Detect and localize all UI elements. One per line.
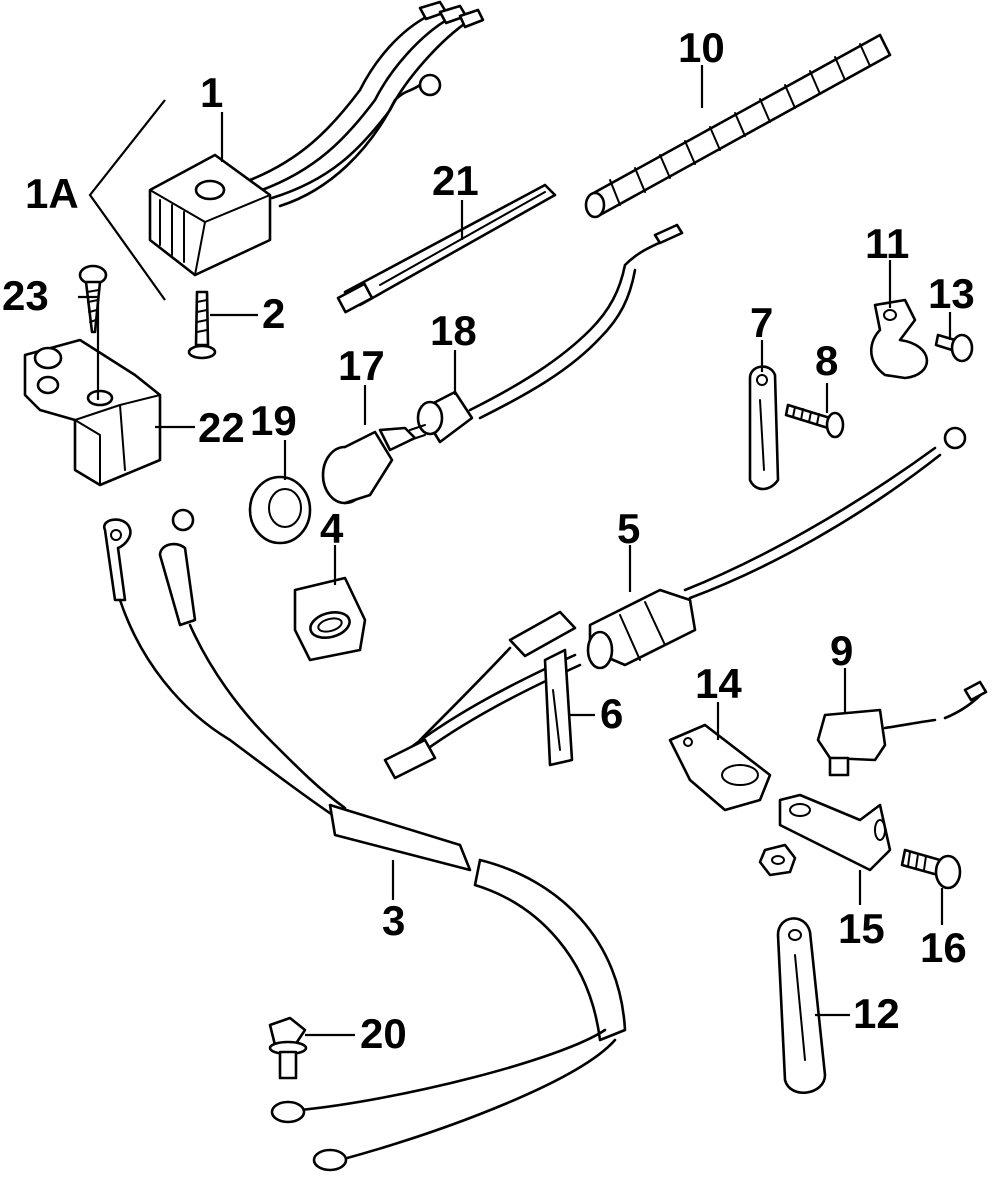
callout-9: 9 bbox=[830, 627, 853, 674]
part-7-clamp bbox=[748, 365, 780, 491]
callout-17: 17 bbox=[338, 342, 385, 389]
callout-22: 22 bbox=[198, 404, 245, 451]
part-16-bolt bbox=[900, 848, 962, 890]
leader-lines bbox=[78, 65, 952, 1037]
callout-14: 14 bbox=[695, 660, 742, 707]
callout-10: 10 bbox=[678, 24, 725, 71]
callout-8: 8 bbox=[815, 337, 838, 384]
part-5-switch bbox=[383, 426, 967, 780]
part-21-cable-tie bbox=[336, 183, 557, 314]
part-12-strap bbox=[776, 917, 827, 1095]
part-1-rectifier bbox=[148, 0, 485, 277]
part-14-gasket bbox=[668, 723, 772, 812]
part-22-bracket bbox=[23, 338, 162, 487]
part-23-screw bbox=[78, 264, 108, 334]
callout-1: 1 bbox=[200, 69, 223, 116]
part-3-cable bbox=[102, 508, 627, 1172]
part-13-screw bbox=[934, 333, 974, 363]
callout-11: 11 bbox=[865, 220, 909, 267]
part-10-spiral-wrap bbox=[584, 33, 892, 219]
callout-16: 16 bbox=[920, 924, 967, 971]
callout-18: 18 bbox=[430, 307, 477, 354]
callout-23: 23 bbox=[2, 272, 49, 319]
callout-13: 13 bbox=[928, 270, 975, 317]
callout-12: 12 bbox=[853, 990, 900, 1037]
callout-4: 4 bbox=[320, 505, 344, 552]
part-15-bracket bbox=[758, 793, 892, 877]
callout-5: 5 bbox=[617, 505, 640, 552]
callout-19: 19 bbox=[250, 397, 297, 444]
callout-3: 3 bbox=[382, 897, 405, 944]
callout-1a: 1A bbox=[25, 170, 79, 217]
part-17-switch bbox=[321, 424, 426, 505]
part-8-screw bbox=[784, 403, 845, 439]
part-4-grommet bbox=[293, 576, 367, 662]
part-18-cover bbox=[416, 223, 684, 444]
part-11-clamp bbox=[869, 298, 929, 380]
callout-20: 20 bbox=[360, 1010, 407, 1057]
callout-labels: 1 1A 2 3 4 5 6 7 8 9 10 11 12 13 14 15 1… bbox=[2, 24, 975, 1057]
part-19-grommet bbox=[248, 475, 312, 545]
callout-7: 7 bbox=[750, 299, 773, 346]
part-1a-bracket bbox=[88, 99, 166, 301]
part-9-sensor bbox=[816, 680, 988, 777]
part-20-bolt bbox=[268, 1016, 308, 1080]
part-6-clip bbox=[543, 648, 574, 767]
callout-2: 2 bbox=[262, 290, 285, 337]
callout-21: 21 bbox=[432, 157, 479, 204]
callout-15: 15 bbox=[838, 905, 885, 952]
part-2-screw bbox=[187, 290, 217, 360]
callout-6: 6 bbox=[600, 690, 623, 737]
